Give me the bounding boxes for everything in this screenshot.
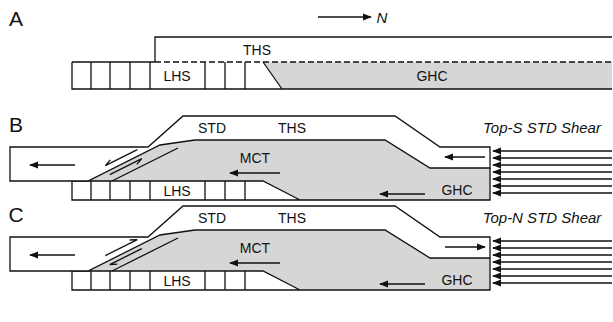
unit-label: GHC bbox=[441, 273, 472, 287]
lhs-row-outline bbox=[72, 62, 612, 89]
lhs-row-divisions bbox=[91, 62, 282, 89]
panel-section bbox=[10, 116, 612, 200]
dashed-boundary bbox=[155, 61, 612, 62]
shear-arrows bbox=[105, 150, 485, 175]
unit-label: THS bbox=[243, 43, 271, 57]
shear-label: Top-N STD Shear bbox=[483, 210, 602, 225]
shear-arrows bbox=[105, 240, 485, 265]
unit-label: LHS bbox=[163, 69, 190, 83]
motion-arrows bbox=[30, 165, 425, 194]
mct-line bbox=[112, 148, 178, 181]
fault-label: STD bbox=[198, 211, 226, 225]
ghc-fill bbox=[263, 62, 612, 89]
lhs-row-divisions bbox=[91, 181, 245, 200]
unit-label: GHC bbox=[441, 183, 472, 197]
shear-label: Top-S STD Shear bbox=[483, 120, 601, 135]
fault-label: MCT bbox=[240, 151, 270, 165]
panel-letter: B bbox=[9, 114, 23, 135]
lhs-row-outline bbox=[72, 168, 490, 200]
unit-label: THS bbox=[278, 211, 306, 225]
ths-slab bbox=[10, 116, 490, 181]
panel-letter: C bbox=[8, 204, 23, 225]
unit-label: GHC bbox=[416, 69, 447, 83]
ths-outline bbox=[155, 37, 612, 62]
fault-label: STD bbox=[198, 121, 226, 135]
north-arrow bbox=[318, 16, 371, 17]
unit-label: LHS bbox=[163, 184, 190, 198]
panel-letter: A bbox=[9, 8, 23, 29]
convergence-arrows bbox=[493, 151, 612, 193]
unit-label: THS bbox=[278, 121, 306, 135]
panel-section bbox=[10, 206, 612, 290]
panel-a-section bbox=[72, 37, 612, 89]
unit-label: LHS bbox=[163, 274, 190, 288]
fault-label: MCT bbox=[240, 241, 270, 255]
north-label: N bbox=[377, 10, 388, 25]
